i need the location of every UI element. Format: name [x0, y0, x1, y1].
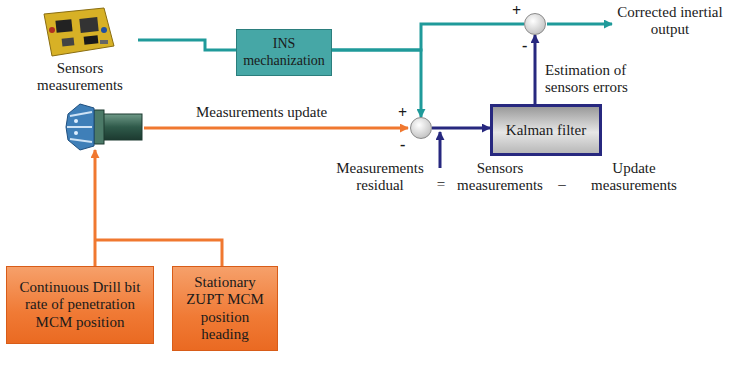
- sensor-board: [44, 8, 114, 56]
- formula-term: Update measurements: [574, 160, 694, 195]
- minus-sign: –: [555, 176, 569, 193]
- source-box: Stationary ZUPT MCM position heading: [172, 266, 278, 351]
- source-box: Continuous Drill bit rate of penetration…: [6, 266, 154, 344]
- node-text: Stationary ZUPT MCM position heading: [177, 274, 273, 343]
- flow-connector: [332, 50, 421, 117]
- drill-bit: [66, 104, 142, 150]
- residual-label: Measurements residual: [330, 160, 430, 195]
- update-label: Measurements update: [196, 104, 366, 121]
- output-arrow: [547, 23, 612, 26]
- formula-term: Sensors measurements: [448, 160, 552, 195]
- filter-box: Kalman filter: [490, 104, 602, 156]
- sensor-node: Sensors measurements: [22, 2, 138, 101]
- sign-text: -: [400, 137, 405, 153]
- node-text: INS mechanization: [240, 36, 328, 68]
- flow-connector: [138, 40, 236, 50]
- flow-connector: [332, 24, 524, 50]
- summing-junction: +-: [524, 13, 546, 35]
- sign-text: +: [398, 105, 407, 121]
- sign-text: -: [522, 38, 527, 54]
- flow-connector: [432, 127, 490, 130]
- node-text: Kalman filter: [506, 122, 586, 139]
- node-text: Continuous Drill bit rate of penetration…: [11, 279, 149, 331]
- equals-sign: =: [434, 176, 448, 193]
- source-line: [94, 150, 97, 266]
- error-label: Estimation of sensors errors: [545, 62, 653, 97]
- process-box: INS mechanization: [236, 29, 332, 76]
- node-text: Sensors measurements: [22, 60, 138, 95]
- residual-arrow: [439, 132, 442, 168]
- update-arrow: [144, 127, 408, 130]
- source-line: [95, 240, 222, 266]
- flow-connector: [534, 35, 537, 104]
- summing-junction: +-: [410, 117, 432, 139]
- output-label: Corrected inertial output: [614, 4, 726, 39]
- sign-text: +: [512, 3, 521, 19]
